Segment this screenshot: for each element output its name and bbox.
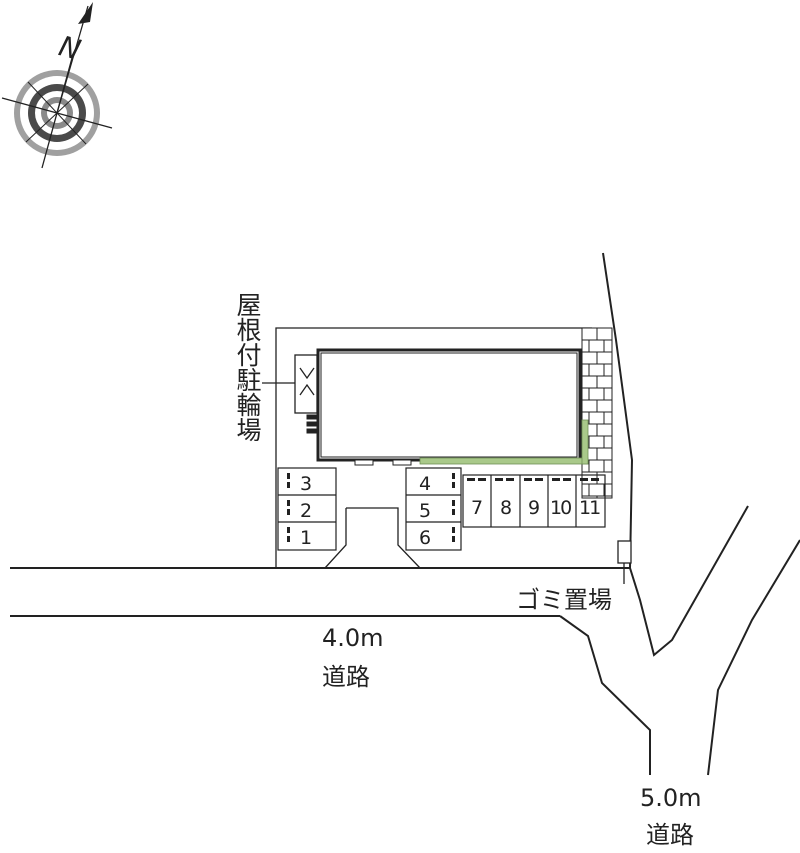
parking-number: 3: [300, 473, 312, 495]
wheel-stop-mark: [467, 478, 475, 481]
wheel-stop-mark: [591, 478, 599, 481]
wheel-stop-mark: [287, 536, 290, 542]
wheel-stop-mark: [287, 473, 290, 479]
parking-number: 7: [471, 497, 483, 519]
parking-number: 8: [500, 497, 512, 519]
wheel-stop-mark: [563, 478, 571, 481]
compass-rose-icon: [1, 2, 113, 169]
wheel-stop-mark: [506, 478, 514, 481]
parking-number: 6: [419, 527, 431, 549]
parking-number: 11: [579, 497, 600, 519]
brick-wall: [581, 327, 613, 499]
wheel-stop-mark: [452, 482, 455, 488]
wheel-stop-mark: [287, 527, 290, 533]
compass-north-label: N: [55, 29, 84, 66]
road-branch-width: 5.0m: [640, 784, 702, 812]
road-outline: [10, 252, 800, 776]
wheel-stop-mark: [287, 509, 290, 515]
wheel-stop-mark: [287, 482, 290, 488]
parking-right: [462, 474, 606, 528]
garbage-area-label: ゴミ置場: [516, 586, 612, 614]
wheel-stop-mark: [495, 478, 503, 481]
parking-number: 1: [300, 527, 312, 549]
parking-number: 4: [419, 473, 431, 495]
parking-numbers-center: 4 5 6: [419, 473, 431, 549]
parking-stripes: [287, 473, 599, 542]
parking-number: 2: [300, 500, 312, 522]
parking-center: [405, 467, 462, 551]
wheel-stop-mark: [535, 478, 543, 481]
parking-left: [277, 467, 337, 551]
parking-numbers-left: 3 2 1: [300, 473, 312, 549]
bicycle-parking-label: 屋根付駐輪場: [233, 292, 262, 442]
parking-number: 5: [419, 500, 431, 522]
road-main-name: 道路: [322, 663, 370, 691]
wheel-stop-mark: [478, 478, 486, 481]
road-main-width: 4.0m: [322, 624, 384, 652]
wheel-stop-mark: [452, 473, 455, 479]
garbage-area-box: [617, 540, 632, 584]
building: [316, 348, 589, 466]
wheel-stop-mark: [524, 478, 532, 481]
parking-numbers-right: 7 8 9 10 11: [471, 497, 602, 519]
lot-outline: [275, 327, 592, 568]
parking-number: 9: [528, 497, 540, 519]
wheel-stop-mark: [580, 478, 588, 481]
wheel-stop-mark: [287, 500, 290, 506]
wheel-stop-mark: [452, 527, 455, 533]
entrance-ramp: [324, 507, 421, 569]
wheel-stop-mark: [552, 478, 560, 481]
road-branch-name: 道路: [646, 821, 694, 849]
parking-number: 10: [550, 497, 571, 519]
wheel-stop-mark: [452, 509, 455, 515]
wheel-stop-mark: [452, 536, 455, 542]
wheel-stop-mark: [452, 500, 455, 506]
bicycle-parking-roof: [262, 354, 318, 434]
